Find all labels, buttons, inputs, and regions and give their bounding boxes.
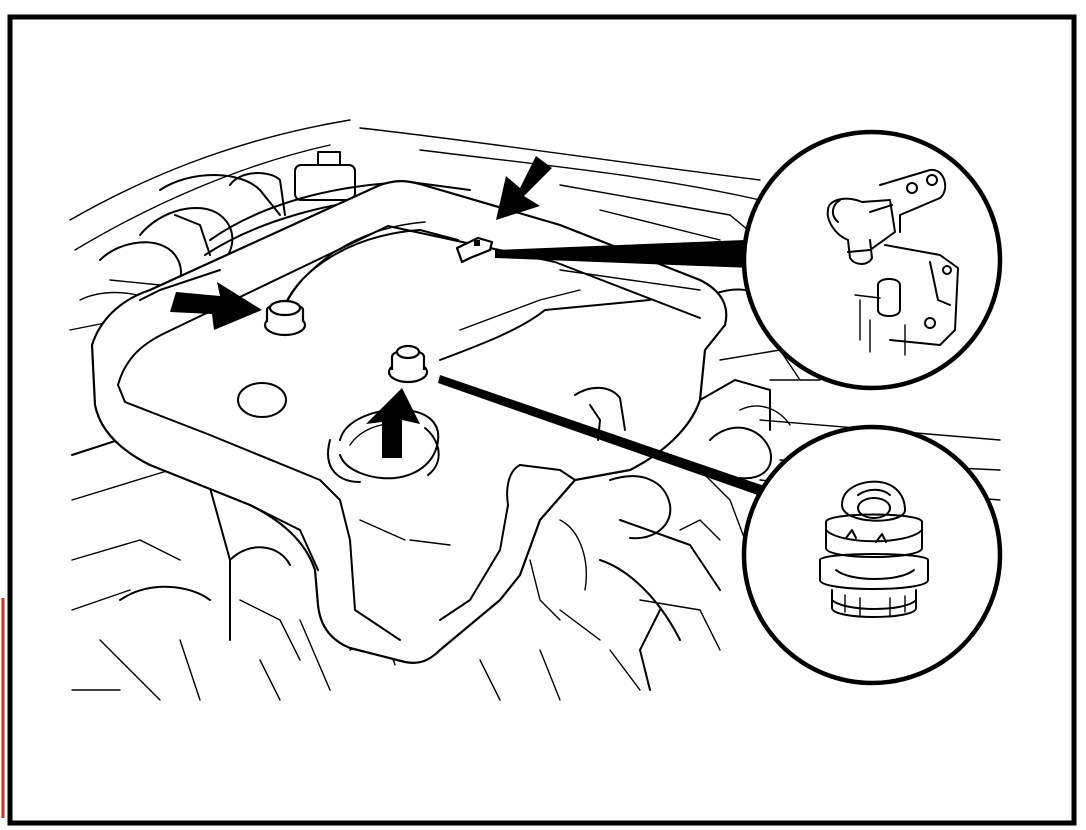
clip-detail	[741, 129, 1003, 391]
top-clip	[455, 236, 494, 264]
clip-detail-leader	[495, 240, 752, 268]
figure-border	[7, 14, 1077, 826]
grommet-detail	[741, 424, 1003, 686]
left-fastener	[263, 299, 307, 337]
left-fastener-arrow	[170, 282, 262, 330]
rotate-arc-left	[327, 439, 361, 483]
center-fastener	[387, 344, 429, 384]
grommet-detail-leader	[438, 375, 782, 500]
rotate-arc-right	[424, 427, 440, 476]
engine-cover	[90, 180, 728, 664]
center-fastener-arrow	[366, 388, 420, 458]
top-clip-arrow	[496, 156, 552, 220]
